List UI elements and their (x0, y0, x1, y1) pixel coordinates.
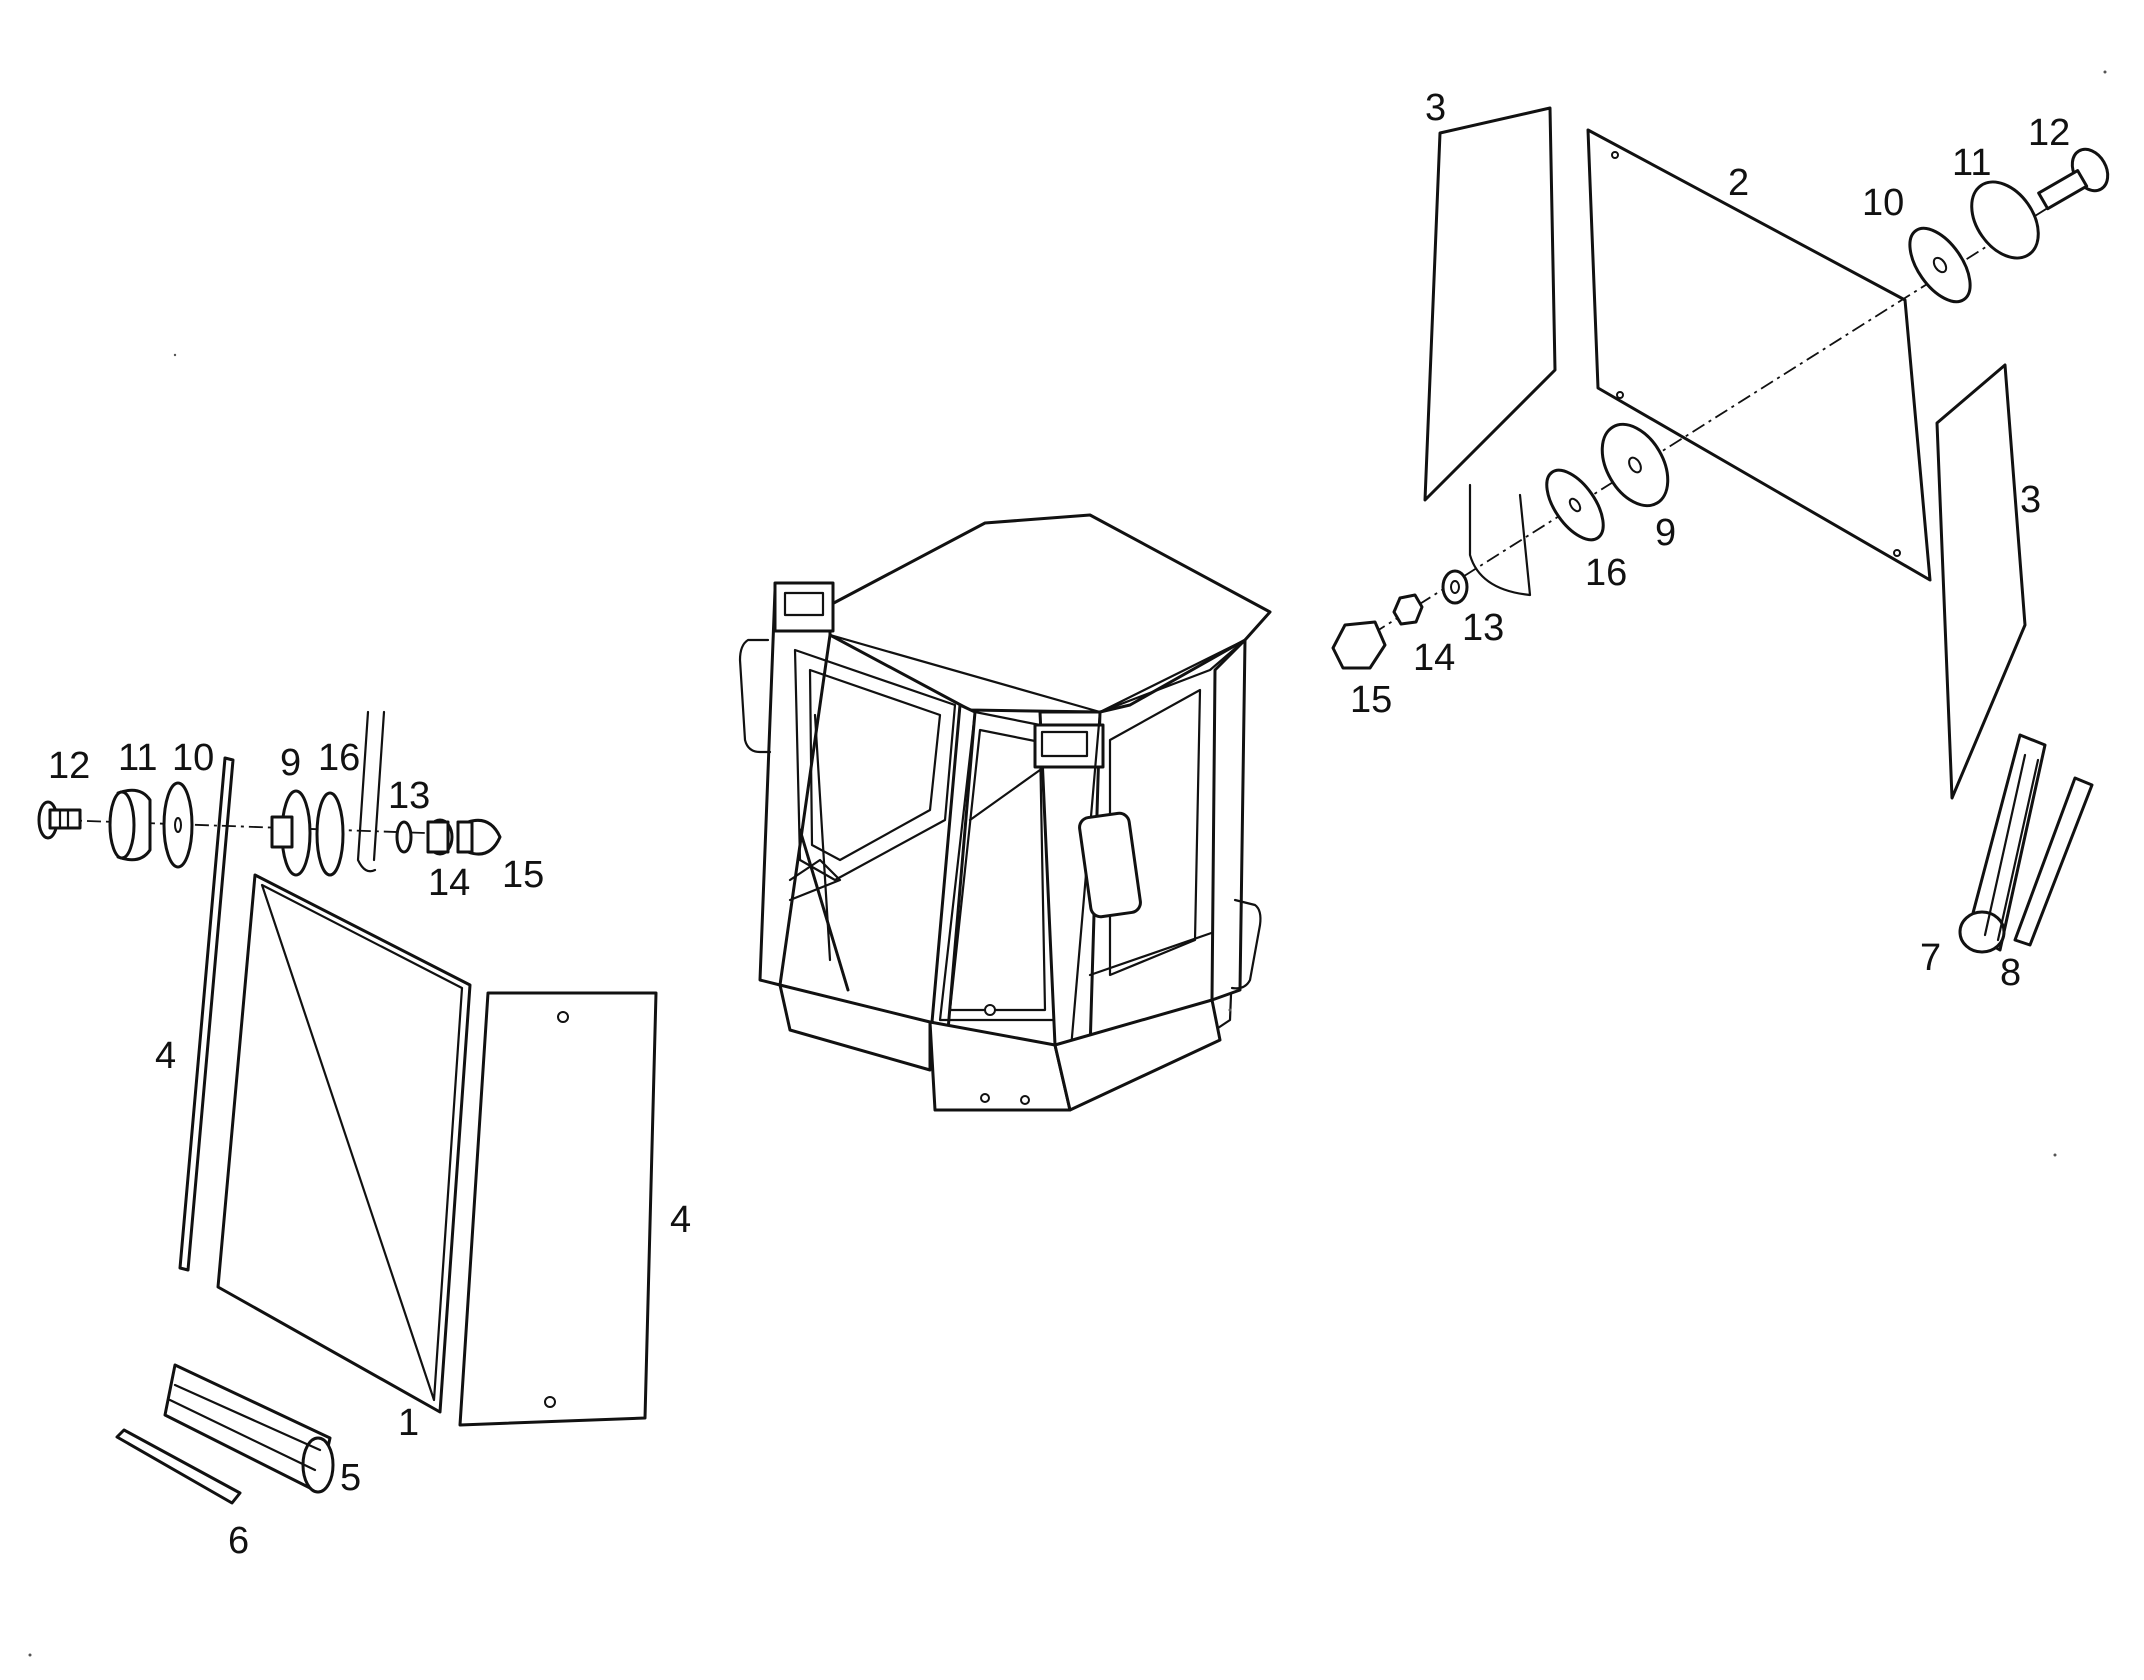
cab-bottom-left-panel (778, 983, 932, 1072)
cab-wiper-arm (798, 828, 850, 992)
label-2: 2 (1728, 162, 1749, 204)
part-11-cup-washer-left (108, 788, 152, 862)
part-14-nut-left (426, 818, 454, 856)
part-16-washer-left (315, 791, 345, 877)
part-2-hole-1 (1611, 151, 1619, 159)
cab-front-windscreen-inner (948, 728, 1047, 1012)
cab-left-window-inner (808, 668, 942, 862)
cab-roof (828, 513, 1272, 714)
cab-bolt-1 (980, 1093, 990, 1103)
part-9-grommet-left (270, 789, 312, 877)
label-16-right: 16 (1585, 552, 1627, 594)
cab-bottom-front-panel (928, 1020, 1072, 1112)
part-5-rubber-profile (163, 1363, 335, 1494)
part-13-spring-washer-right-hole (1450, 580, 1460, 594)
cab-right-mirror (1078, 811, 1142, 919)
cab-right-handle (1230, 898, 1262, 990)
label-3-upper: 3 (1425, 87, 1446, 129)
cab-bottom-right-panel (1053, 998, 1222, 1112)
label-11-left: 11 (118, 737, 157, 779)
part-3-glass-strip-right (1935, 363, 2027, 800)
part-2-hole-3 (1893, 549, 1901, 557)
part-8-filler-strip (2013, 776, 2094, 947)
label-1: 1 (398, 1402, 419, 1444)
cab-left-window-frame (793, 648, 957, 882)
label-4-panel: 4 (670, 1199, 691, 1241)
label-10-right: 10 (1862, 182, 1904, 224)
cab-left-handle (738, 638, 772, 754)
label-16-left: 16 (318, 737, 360, 779)
part-1-door-glass (216, 873, 472, 1414)
part-4-hole-bottom (544, 1396, 556, 1408)
part-7-rubber-profile (1958, 733, 2047, 954)
label-3-right: 3 (2020, 479, 2041, 521)
part-15-dome-nut-left (456, 818, 502, 856)
cab-bolt-3 (984, 1004, 996, 1016)
label-15-left: 15 (502, 854, 544, 896)
callout-labels: 1 2 3 3 4 4 5 6 7 8 9 9 10 10 11 11 12 1… (48, 87, 2070, 1562)
label-11-right: 11 (1952, 142, 1991, 184)
label-14-left: 14 (428, 862, 470, 904)
cab-bolt-2 (1020, 1095, 1030, 1105)
label-5: 5 (340, 1457, 361, 1499)
cab-assembly (738, 513, 1272, 1112)
label-15-right: 15 (1350, 679, 1392, 721)
cab-front-lamp-lens (1040, 730, 1089, 758)
right-hardware-axis (1349, 174, 2101, 649)
label-12-right: 12 (2028, 112, 2070, 154)
left-hardware-axis (59, 819, 481, 836)
label-14-right: 14 (1413, 637, 1455, 679)
left-glazing-group (37, 710, 658, 1505)
part-seal-sheet-left (356, 710, 377, 873)
part-3-glass-strip-upper (1423, 106, 1557, 502)
part-2-hole-2 (1616, 391, 1624, 399)
label-9-right: 9 (1655, 512, 1676, 554)
cab-rear-lamp-left (773, 581, 835, 633)
part-4-seal-strip-left (178, 756, 235, 1272)
part-13-spring-washer-left (395, 820, 413, 854)
label-10-left: 10 (172, 737, 214, 779)
label-13-right: 13 (1462, 607, 1504, 649)
right-glazing-group (1331, 106, 2110, 954)
cab-right-side-rail (1088, 928, 1222, 977)
cab-wiper-blade (813, 713, 832, 962)
label-13-left: 13 (388, 775, 430, 817)
part-seal-sheet-right (1468, 483, 1532, 597)
part-4-hole-top (557, 1011, 569, 1023)
part-4-rear-panel (458, 991, 658, 1427)
part-10-washer-left-hole (174, 817, 182, 833)
part-1-door-glass-edge (260, 883, 464, 1402)
label-8: 8 (2000, 952, 2021, 994)
label-12-left: 12 (48, 745, 90, 787)
part-6-filler-strip (115, 1428, 242, 1505)
part-15-dome-nut-right (1331, 620, 1387, 670)
scan-specks (28, 70, 2107, 1657)
cab-right-rear-post (1210, 638, 1247, 1002)
label-7: 7 (1920, 937, 1941, 979)
label-6: 6 (228, 1520, 249, 1562)
part-seal-sheet-left-2 (372, 710, 386, 862)
part-12-bolt-right (2037, 147, 2110, 211)
part-9-grommet-right-hole (1628, 456, 1642, 474)
cab-rear-lamp-left-lens (783, 591, 825, 617)
part-2-rear-glass (1586, 128, 1932, 582)
cab-left-side-rail (788, 858, 842, 902)
part-14-nut-right (1392, 593, 1424, 626)
label-4-strip: 4 (155, 1035, 176, 1077)
part-11-cup-washer-right (1970, 180, 2040, 260)
cab-windscreen-brace (968, 768, 1042, 822)
part-10-washer-right-hole (1932, 256, 1948, 274)
part-16-washer-right-hole (1568, 497, 1582, 513)
label-9-left: 9 (280, 742, 301, 784)
part-12-bolt-left (37, 800, 82, 840)
